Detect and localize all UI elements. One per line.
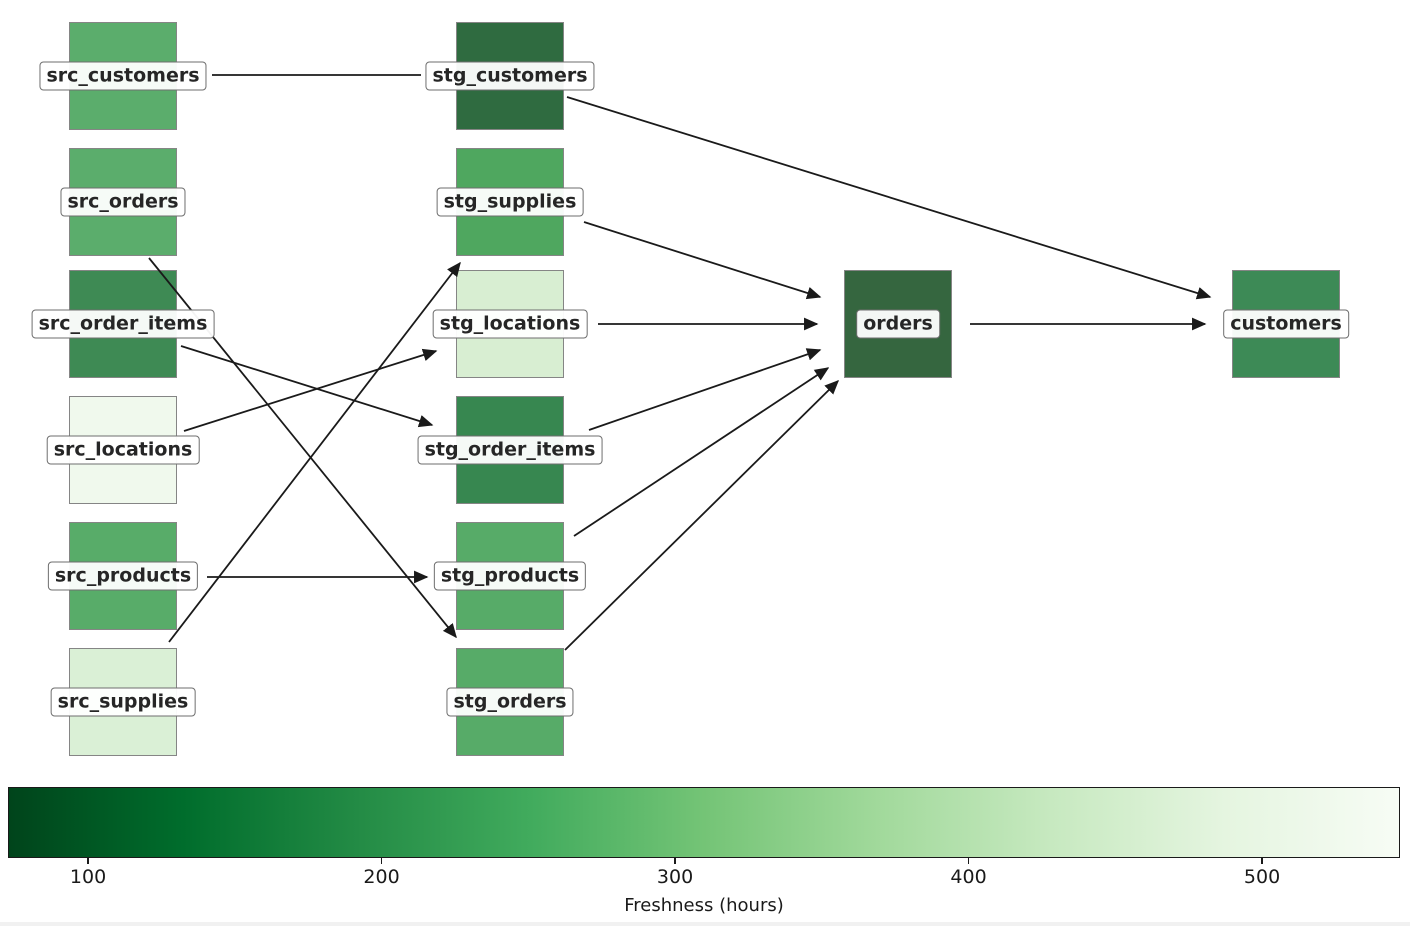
- node-label-stg_products[interactable]: stg_products: [433, 561, 587, 591]
- node-label-src_order_items[interactable]: src_order_items: [31, 309, 215, 339]
- edge-layer: [148, 74, 1212, 651]
- colorbar-tick-label: 200: [363, 866, 400, 888]
- node-label-customers[interactable]: customers: [1223, 309, 1349, 339]
- colorbar-tick-label: 300: [656, 866, 694, 888]
- node-label-src_locations[interactable]: src_locations: [46, 435, 200, 465]
- edge-src_supplies-stg_supplies: [168, 261, 461, 643]
- colorbar-tick-mark: [380, 858, 383, 864]
- edge-stg_customers-customers: [566, 96, 1212, 300]
- node-label-src_supplies[interactable]: src_supplies: [50, 687, 196, 717]
- edge-src_locations-stg_locations: [183, 348, 438, 432]
- node-label-stg_orders[interactable]: stg_orders: [446, 687, 574, 717]
- edge-stg_products-orders: [573, 367, 830, 537]
- edge-src_order_items-stg_order_items: [180, 345, 434, 428]
- colorbar-tick-mark: [674, 858, 676, 864]
- edge-stg_orders-orders: [564, 379, 840, 651]
- node-label-stg_order_items[interactable]: stg_order_items: [417, 435, 603, 465]
- colorbar-tick-mark: [87, 858, 89, 864]
- edge-stg_order_items-orders: [588, 348, 822, 431]
- node-label-stg_customers[interactable]: stg_customers: [425, 61, 595, 91]
- window-bottom-edge: [0, 922, 1410, 926]
- colorbar-gradient: [8, 787, 1400, 858]
- node-label-src_products[interactable]: src_products: [47, 561, 199, 591]
- colorbar-tick-label: 500: [1243, 866, 1281, 888]
- node-label-stg_locations[interactable]: stg_locations: [432, 309, 588, 339]
- node-label-stg_supplies[interactable]: stg_supplies: [436, 187, 584, 217]
- node-label-orders[interactable]: orders: [856, 309, 940, 339]
- colorbar-axis-label: Freshness (hours): [624, 895, 784, 916]
- colorbar-tick-mark: [1261, 858, 1263, 864]
- colorbar-tick-label: 100: [69, 866, 107, 888]
- colorbar: 100 200 300 400 500 Freshness (hours): [8, 787, 1400, 926]
- colorbar-tick-mark: [967, 858, 970, 864]
- colorbar-tick-label: 400: [950, 866, 987, 888]
- node-label-src_customers[interactable]: src_customers: [39, 61, 207, 91]
- edge-stg_supplies-orders: [583, 221, 822, 300]
- node-label-src_orders[interactable]: src_orders: [60, 187, 186, 217]
